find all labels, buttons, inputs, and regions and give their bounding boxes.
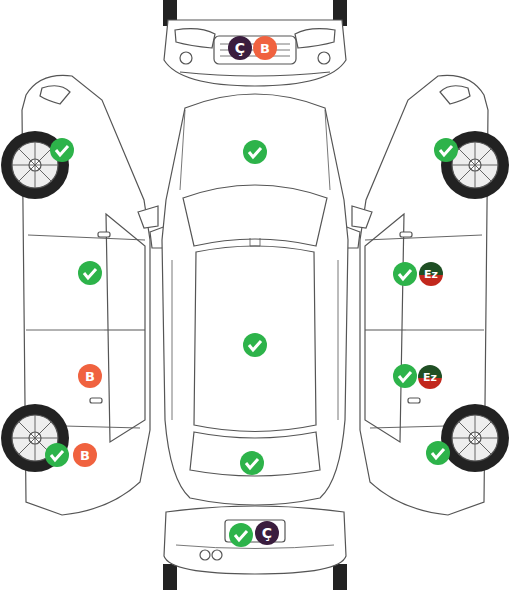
drawing-part [175,29,215,48]
drawing-part [180,52,192,64]
drawing-part [180,110,330,190]
drawing-part [183,185,327,246]
drawing-part [318,52,330,64]
drawing-part [162,94,348,505]
drawing-part [235,531,247,540]
drawing-part [212,550,222,560]
drawing-part [176,545,334,549]
drawing-part [180,72,330,76]
drawing-part [399,372,411,381]
drawing-part [50,138,74,162]
badge-letter: Ez [423,372,437,383]
drawing-part [393,262,417,286]
damage-badge: Ez [419,262,443,286]
drawing-part [200,550,210,560]
badge-letter: Ez [424,269,438,280]
drawing-part [249,341,261,350]
damage-badge: Ç [228,36,252,60]
front-bumper [163,0,347,86]
drawing-part [434,138,458,162]
drawing-part [51,451,63,460]
drawing-part [78,261,102,285]
drawing-part [240,451,264,475]
drawing-part [393,364,417,388]
drawing-part [246,459,258,468]
drawing-part [333,564,347,590]
drawing-part [214,36,296,64]
badge-letter: B [260,42,270,55]
drawing-part [45,443,69,467]
check-marks [45,138,458,547]
drawing-part [393,364,417,388]
drawing-part [26,235,145,428]
drawing-part [432,449,444,458]
drawing-part [295,29,335,48]
badge-letter: B [80,449,90,462]
drawing-part [104,329,145,330]
drawing-part [50,138,74,162]
drawing-part [243,333,267,357]
drawing-part [229,523,253,547]
drawing-part [172,260,338,420]
drawing-part [1,404,69,472]
drawing-part [426,441,450,465]
drawing-part [78,261,102,285]
drawing-part [164,20,346,86]
drawing-part [240,451,264,475]
drawing-part [56,146,68,155]
side-view-right [352,75,509,515]
drawing-part [243,333,267,357]
drawing-part [440,146,452,155]
drawing-part [164,506,346,574]
drawing-part [190,432,320,476]
badge-letter: Ç [262,526,272,540]
drawing-part [194,246,316,432]
drawing-part [399,270,411,279]
drawing-part [40,86,70,104]
drawing-part [250,238,260,246]
drawing-part [243,140,267,164]
damage-badge: B [78,364,102,388]
drawing-part [229,523,253,547]
drawing-part [434,138,458,162]
damage-badge: Ez [418,365,442,389]
drawing-part [138,206,158,228]
drawing-part [426,441,450,465]
badge-letter: Ç [235,41,245,55]
drawing-part [90,398,102,403]
drawing-part [84,269,96,278]
top-view-body [150,94,360,505]
damage-badge: Ç [255,521,279,545]
damage-badge: B [73,443,97,467]
drawing-part [106,214,145,442]
badge-letter: B [85,370,95,383]
drawing-part [98,232,110,237]
drawing-part [45,443,69,467]
drawing-part [393,262,417,286]
drawing-part [249,148,261,157]
damage-badge: B [253,36,277,60]
drawing-part [163,564,177,590]
side-view-left [1,75,158,515]
drawing-part [243,140,267,164]
rear-bumper [163,506,347,590]
